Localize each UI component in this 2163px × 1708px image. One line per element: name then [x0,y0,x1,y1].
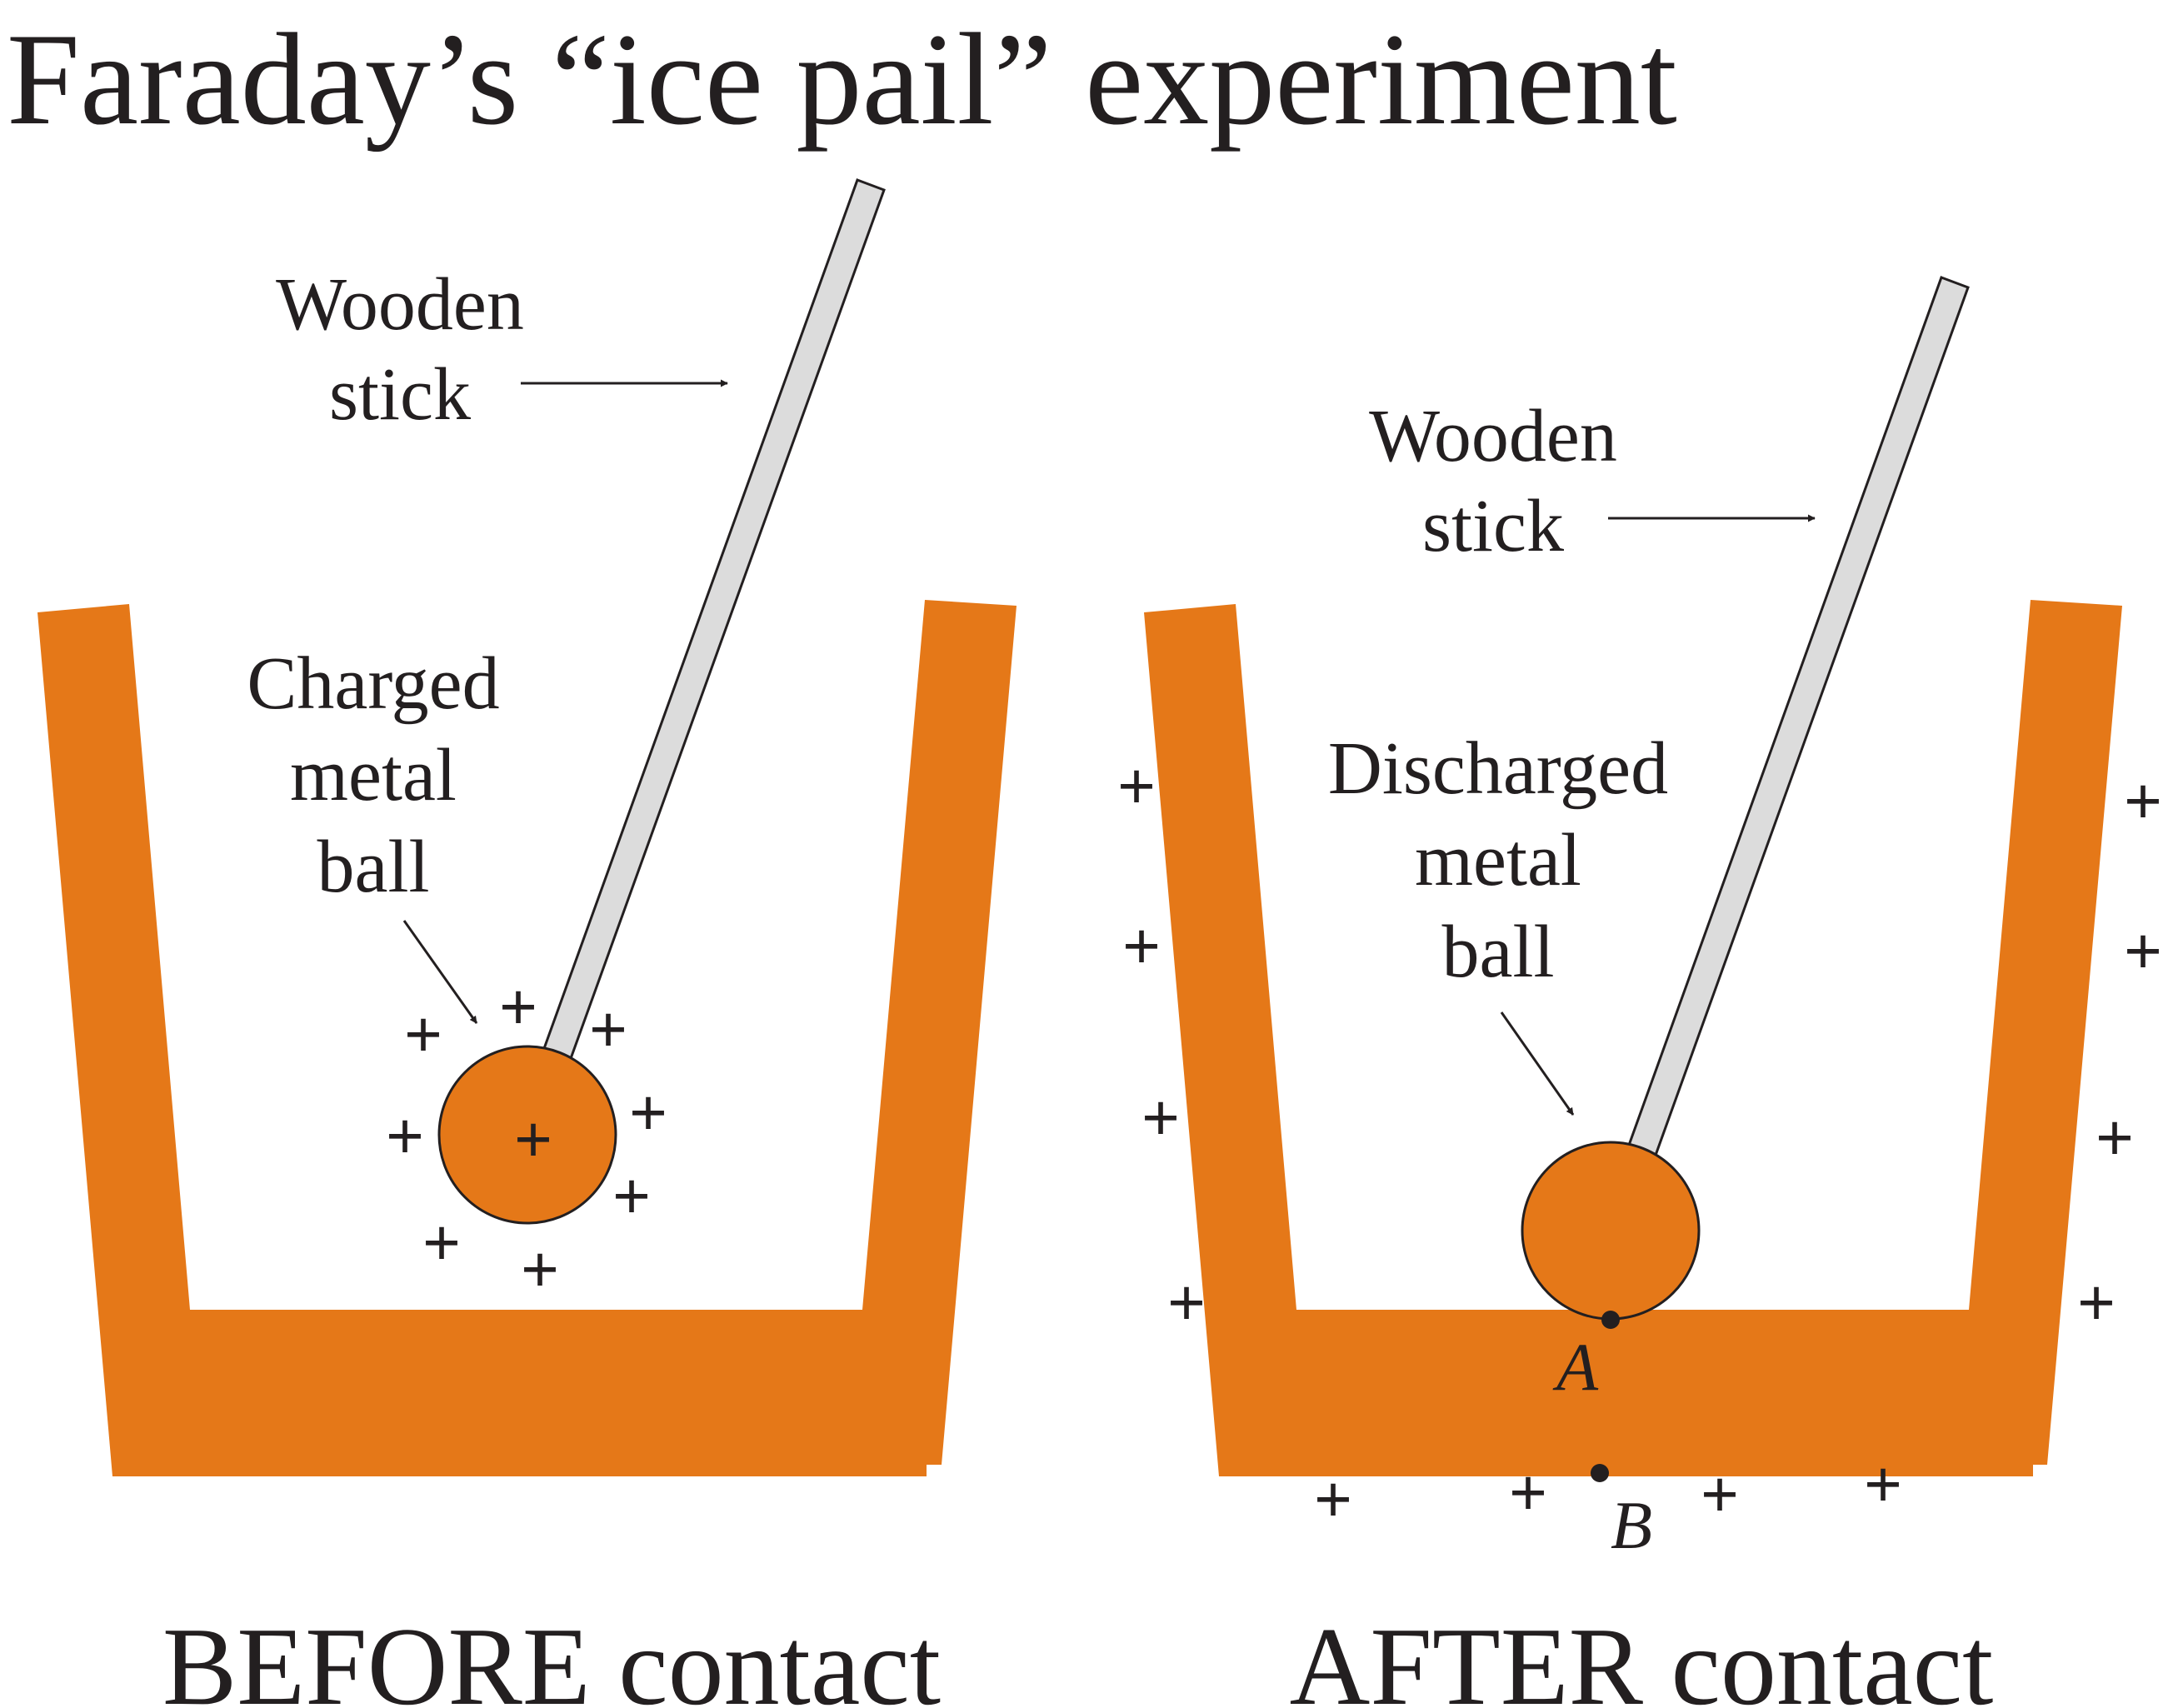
charge-plus-icon: + [514,1102,552,1176]
charge-plus-icon: + [1509,1456,1547,1529]
charge-plus-icon: + [589,992,627,1066]
pail-before [37,600,1017,1476]
ball-label-before-line2: metal [290,734,457,817]
discharged-metal-ball [1521,1141,1701,1321]
ball-arrow-after [1500,1011,1575,1116]
caption-after: AFTER contact [1290,1605,1994,1708]
charge-plus-icon: + [404,997,442,1071]
point-b-dot [1591,1464,1609,1482]
pail-after [1144,600,2122,1476]
charge-plus-icon: + [1864,1447,1902,1521]
ball-label-after-line1: Discharged [1328,727,1668,810]
wooden-stick-after [1626,276,1970,1161]
wooden-stick-before [541,178,886,1065]
stick-label-before-line1: Wooden [276,263,524,346]
ball-label-before-line3: ball [317,826,430,908]
charge-plus-icon: + [499,970,537,1043]
charge-plus-icon: + [2124,914,2162,987]
charge-plus-icon: + [521,1232,559,1306]
charges-before: + + + + + + + + + [386,970,667,1306]
point-b-label: B [1611,1487,1652,1563]
charge-plus-icon: + [612,1159,651,1232]
charge-plus-icon: + [629,1076,667,1149]
point-a-label: A [1552,1329,1599,1405]
charge-plus-icon: + [1314,1462,1352,1536]
charge-plus-icon: + [1701,1457,1739,1531]
charge-plus-icon: + [1167,1266,1206,1339]
ball-arrow-before [402,920,478,1024]
charge-plus-icon: + [2124,764,2162,837]
caption-before: BEFORE contact [162,1605,941,1708]
ball-label-before-line1: Charged [247,642,499,725]
after-panel: Wooden stick Discharged metal ball A B +… [1117,276,2162,1708]
charge-plus-icon: + [422,1206,461,1279]
before-panel: Wooden stick Charged metal ball + + + + … [37,178,1017,1708]
charged-metal-ball [437,1045,617,1225]
charge-plus-icon: + [1122,909,1161,982]
ball-label-after-line3: ball [1442,911,1555,993]
ball-label-after-line2: metal [1415,819,1581,901]
charge-plus-icon: + [386,1099,424,1172]
stick-label-after-line1: Wooden [1369,395,1617,477]
charge-plus-icon: + [1141,1081,1180,1154]
point-a-dot [1601,1311,1620,1329]
charges-after: + + + + + + + + + + + + [1117,749,2162,1536]
diagram-title: Faraday’s “ice pail” experiment [7,7,1677,152]
stick-label-after-line2: stick [1422,485,1564,567]
charge-plus-icon: + [1117,749,1156,822]
charge-plus-icon: + [2096,1101,2134,1174]
charge-plus-icon: + [2077,1266,2116,1339]
stick-label-before-line2: stick [329,353,471,436]
